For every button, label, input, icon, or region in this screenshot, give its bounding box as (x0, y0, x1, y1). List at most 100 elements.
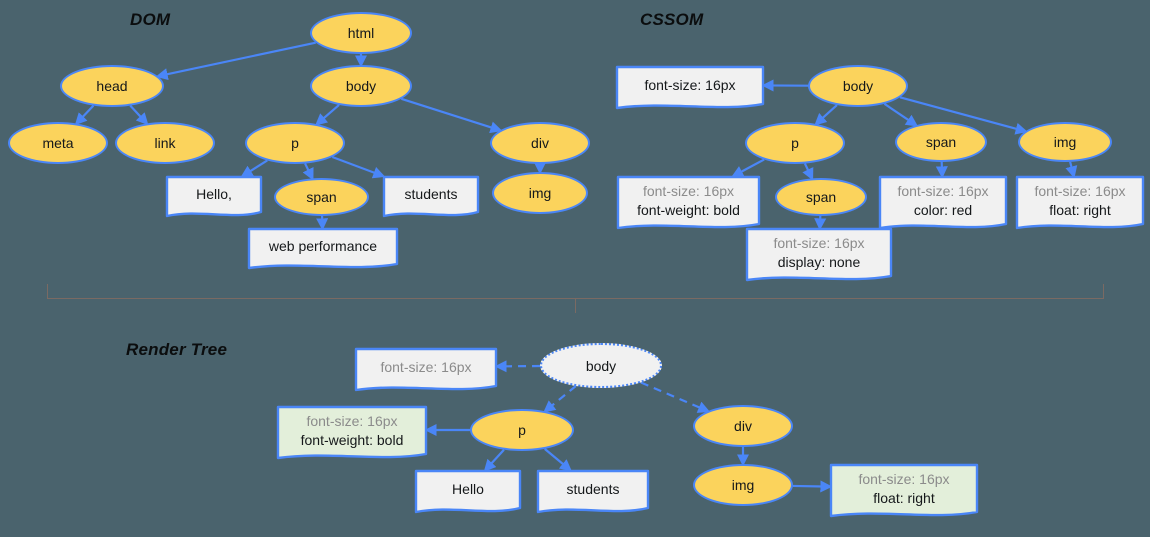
box-webperf[interactable]: web performance (247, 227, 399, 272)
box-line: float: right (873, 489, 935, 506)
node-label: head (96, 78, 128, 94)
node-label: p (291, 135, 299, 151)
node-label: img (528, 185, 552, 201)
box-text: students (537, 470, 649, 509)
node-r-body[interactable]: body (540, 343, 662, 388)
box-line: font-size: 16px (858, 471, 950, 488)
node-head[interactable]: head (60, 65, 164, 107)
node-img[interactable]: img (492, 172, 588, 214)
edge-r-p-to-rb-stud (544, 448, 572, 472)
edge-p-to-hello (240, 159, 268, 178)
node-label: body (345, 78, 377, 94)
box-students[interactable]: students (382, 175, 480, 220)
box-rb-hello[interactable]: Hello (414, 469, 522, 516)
node-label: img (731, 477, 755, 493)
edge-p-to-students (331, 155, 386, 179)
box-line: Hello, (196, 186, 232, 203)
node-label: html (347, 25, 375, 41)
box-line: float: right (1049, 201, 1111, 218)
divider-tick (1103, 284, 1104, 299)
box-line: students (566, 481, 620, 498)
box-line: font-weight: bold (637, 201, 740, 218)
node-label: p (791, 135, 799, 151)
divider-tick (575, 298, 576, 313)
node-meta[interactable]: meta (8, 122, 108, 164)
box-cb-body[interactable]: font-size: 16px (615, 65, 765, 112)
node-label: body (585, 357, 617, 374)
section-title-dom: DOM (130, 10, 171, 29)
section-title-cssom: CSSOM (640, 10, 704, 29)
box-text: students (383, 176, 479, 213)
box-line: font-size: 16px (380, 359, 472, 376)
edge-html-to-head (155, 41, 316, 81)
node-r-p[interactable]: p (470, 409, 574, 451)
node-p[interactable]: p (245, 122, 345, 164)
node-label: div (734, 418, 752, 434)
edge-c-img-to-cb-img (1065, 161, 1078, 179)
edge-r-img-to-rb-img (792, 480, 833, 493)
box-text: Hello (415, 470, 521, 509)
edge-body-to-div (401, 97, 503, 134)
node-r-img[interactable]: img (693, 464, 793, 506)
box-line: font-size: 16px (897, 183, 989, 200)
node-span[interactable]: span (274, 178, 369, 216)
box-rb-body[interactable]: font-size: 16px (354, 347, 498, 394)
node-label: link (154, 135, 176, 151)
node-r-div[interactable]: div (693, 405, 793, 447)
node-label: span (925, 134, 957, 150)
node-html[interactable]: html (310, 12, 412, 54)
node-label: span (805, 189, 837, 205)
box-line: font-size: 16px (1034, 183, 1126, 200)
box-rb-stud[interactable]: students (536, 469, 650, 516)
node-label: img (1053, 134, 1077, 150)
box-line: display: none (777, 253, 861, 270)
box-line: font-size: 16px (306, 413, 398, 430)
box-line: font-weight: bold (300, 431, 404, 448)
node-label: p (518, 422, 526, 438)
node-c-span2[interactable]: span (895, 122, 987, 162)
node-div[interactable]: div (490, 122, 590, 164)
box-text: font-size: 16px (616, 66, 764, 105)
node-label: body (842, 78, 874, 94)
box-text: web performance (248, 228, 398, 265)
box-line: web performance (268, 238, 378, 255)
node-label: div (531, 135, 549, 151)
node-body[interactable]: body (310, 65, 412, 107)
node-label: meta (42, 135, 74, 151)
node-label: span (306, 189, 337, 205)
section-title-render-tree: Render Tree (126, 340, 228, 359)
node-c-span1[interactable]: span (775, 178, 867, 216)
box-line: Hello (452, 481, 484, 498)
box-hello[interactable]: Hello, (165, 175, 263, 220)
box-line: students (404, 186, 458, 203)
edge-c-p-to-cb-p (731, 158, 765, 178)
edge-r-body-to-r-p (543, 385, 577, 413)
node-c-p[interactable]: p (745, 122, 845, 164)
edge-head-to-meta (74, 104, 95, 126)
box-line: font-size: 16px (773, 235, 865, 252)
node-c-img[interactable]: img (1018, 122, 1112, 162)
node-c-body[interactable]: body (808, 65, 908, 107)
node-link[interactable]: link (115, 122, 215, 164)
edge-head-to-link (129, 104, 149, 126)
box-line: font-size: 16px (644, 77, 736, 94)
edge-body-to-p (315, 104, 340, 126)
box-line: color: red (913, 201, 973, 218)
edge-c-p-to-c-span1 (802, 163, 814, 181)
box-text: Hello, (166, 176, 262, 213)
box-text: font-size: 16px (355, 348, 497, 387)
edge-r-p-to-rb-hello (483, 448, 505, 472)
